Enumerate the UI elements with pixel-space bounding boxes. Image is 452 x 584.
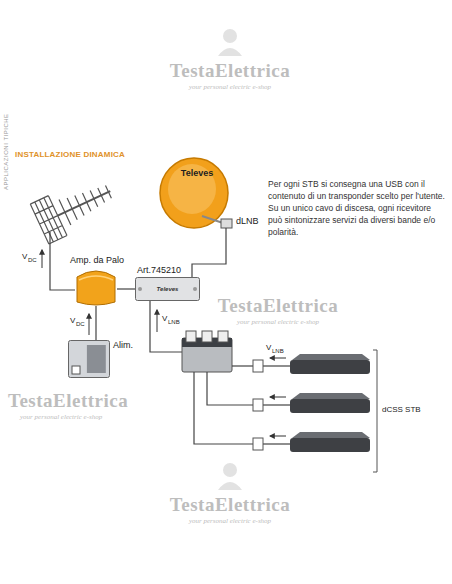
watermark-slogan: your personal electric e-shop — [237, 318, 319, 326]
stb-body — [290, 399, 370, 413]
title: INSTALLAZIONE DINAMICA — [15, 150, 125, 159]
return-arrow — [270, 436, 286, 437]
coax-wire — [263, 443, 290, 444]
dish-shape — [158, 156, 236, 234]
antenna-reflector — [30, 196, 67, 244]
power-supply: Alim. — [68, 340, 110, 378]
icon-body — [218, 48, 242, 56]
coax-wire — [207, 372, 253, 405]
dc-arrow — [89, 314, 90, 335]
drop-cables — [194, 366, 290, 444]
dc-arrow — [42, 250, 43, 268]
watermark-slogan: your personal electric e-shop — [20, 413, 102, 421]
lnb-arrow — [270, 358, 286, 359]
satellite-dish: TelevesdLNB — [158, 156, 236, 234]
icon-body — [218, 482, 242, 490]
person-icon — [218, 29, 242, 56]
amp-shape — [75, 268, 117, 306]
coax-wire — [263, 404, 290, 405]
splitter-socket — [186, 331, 196, 342]
signal-subscript: LNB — [272, 348, 284, 354]
signal-name: V — [70, 316, 75, 325]
stb-body — [290, 360, 370, 374]
bracket — [373, 350, 377, 472]
return-arrow — [270, 397, 286, 398]
stb-body — [290, 438, 370, 452]
psu-shape — [68, 340, 110, 378]
node-text: Televes — [181, 168, 213, 178]
splitter-socket — [202, 331, 212, 342]
node-heading: Alim. — [113, 340, 133, 350]
wall-outlet — [253, 399, 263, 411]
watermark: TestaElettrica — [170, 60, 290, 82]
node-heading: Amp. da Palo — [70, 255, 124, 265]
splitter — [182, 331, 232, 372]
coax-connector — [95, 306, 96, 340]
icon-head — [223, 29, 237, 43]
antenna-elements — [59, 179, 114, 225]
group-label: dCSS STB — [382, 405, 421, 414]
watermark-slogan: your personal electric e-shop — [189, 517, 271, 525]
signal-subscript: LNB — [168, 319, 180, 325]
lnb-arrow — [157, 310, 158, 332]
mast-amplifier: Amp. da Palo — [75, 268, 117, 306]
splitter-body — [182, 338, 232, 372]
stb-top — [292, 393, 370, 399]
signal-name: V — [162, 314, 167, 323]
watermark: TestaElettrica — [8, 390, 128, 412]
stb-top — [292, 432, 370, 438]
signal-name: V — [266, 343, 271, 352]
coax-wire — [194, 372, 253, 444]
signal-name: V — [22, 252, 27, 261]
set-top-boxes — [290, 354, 370, 452]
wall-outlet — [253, 360, 263, 372]
person-icon — [218, 463, 242, 490]
wall-outlets — [253, 360, 263, 450]
wall-outlet — [253, 438, 263, 450]
coax-connector — [117, 288, 135, 289]
watermark: TestaElettrica — [218, 295, 338, 317]
splitter-socket — [218, 331, 228, 342]
watermark: TestaElettrica — [170, 494, 290, 516]
coax-wire — [263, 365, 290, 366]
antenna-boom — [58, 191, 111, 216]
signal-subscript: DC — [28, 257, 37, 263]
terrestrial-antenna — [30, 171, 119, 244]
return-arrows — [270, 358, 286, 436]
side-heading: APPLICAZIONI TIPICHE — [3, 113, 9, 190]
device-box: Art.745210Televes — [135, 277, 200, 301]
icon-head — [223, 463, 237, 477]
signal-subscript: DC — [76, 321, 85, 327]
stb-top — [292, 354, 370, 360]
coax-wire — [232, 365, 253, 366]
description-note: Per ogni STB si consegna una USB con il … — [268, 178, 446, 238]
node-text: Televes — [157, 286, 179, 292]
coax-connector — [192, 234, 226, 277]
node-heading: Art.745210 — [137, 265, 181, 275]
coax-wire — [150, 301, 182, 352]
node-heading: dLNB — [236, 216, 259, 226]
watermark-slogan: your personal electric e-shop — [189, 83, 271, 91]
